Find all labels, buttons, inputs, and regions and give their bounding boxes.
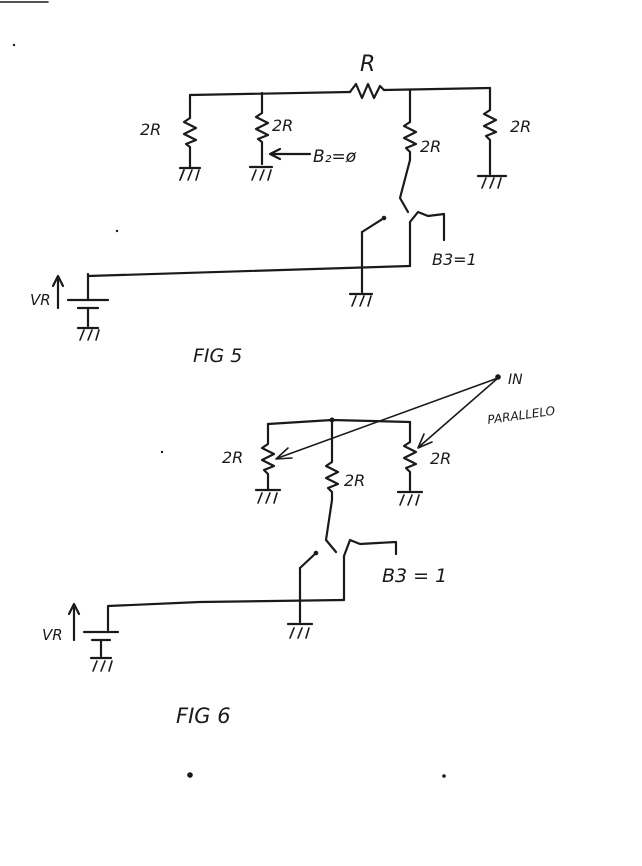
fig5-ground-switch-marks <box>351 295 372 307</box>
fig6-label-in: IN <box>508 372 523 388</box>
fig5-ground-2-marks <box>251 169 272 181</box>
fig6-resistor-left <box>260 422 276 492</box>
fig6-ground-left-marks <box>257 492 278 504</box>
fig6-vr-wire <box>106 598 346 632</box>
fig6-label-vr: VR <box>42 626 63 644</box>
stray-dot-fig5 <box>115 229 119 233</box>
figure-5: R 2R 2R B₂=ø 2R B3=1 2R <box>30 52 531 367</box>
fig6-b3-lever <box>342 538 398 558</box>
fig6-vr-ground-marks <box>92 660 113 672</box>
fig6-caption: FIG 6 <box>176 704 231 728</box>
fig6-parallel-arrow-left <box>277 377 499 459</box>
fig5-vr-wire <box>86 264 412 278</box>
fig5-label-r3: 2R <box>420 137 441 156</box>
fig5-top-bus-right <box>382 86 492 92</box>
fig5-label-b2: B₂=ø <box>313 147 357 167</box>
stray-dot-right <box>442 774 446 778</box>
fig5-label-r4: 2R <box>510 117 531 136</box>
fig6-label-r3: 2R <box>430 449 451 468</box>
fig6-label-b3: B3 = 1 <box>382 565 447 587</box>
fig5-label-vr: VR <box>30 291 51 309</box>
fig6-label-parallelo: PARALLELO <box>486 404 555 427</box>
fig6-parallel-arrow-right <box>419 377 499 447</box>
fig6-in-node <box>495 374 501 380</box>
fig5-resistor-leg3 <box>402 88 418 162</box>
fig6-resistor-middle <box>324 418 340 502</box>
fig5-label-r2: 2R <box>272 116 293 135</box>
fig5-b3-lever <box>408 210 446 242</box>
fig5-resistor-leg1 <box>182 93 198 170</box>
stray-dot-fig6 <box>160 450 164 454</box>
fig5-ground-4-marks <box>481 177 502 189</box>
fig6-label-r2: 2R <box>344 471 365 490</box>
stray-dot-left <box>187 772 193 778</box>
fig6-vr-arrow-head <box>67 602 81 616</box>
stray-dot-margin <box>12 43 16 47</box>
fig5-resistor-r <box>348 82 386 100</box>
figure-6: 2R 2R B3 = 1 2R IN PARALLELO <box>42 372 556 728</box>
fig6-switch-pivot <box>313 550 319 556</box>
fig5-label-b3: B3=1 <box>432 250 477 269</box>
fig6-parallel-arrowhead-right <box>417 433 433 449</box>
fig5-vr-arrow-head <box>51 274 65 288</box>
fig6-switch-blade <box>298 551 318 570</box>
fig5-switch-blade <box>360 216 386 234</box>
fig5-leg3-wire <box>398 158 412 214</box>
fig6-ground-right-marks <box>399 494 420 506</box>
fig6-resistor-right <box>402 420 418 492</box>
fig5-resistor-leg2 <box>254 91 270 166</box>
fig5-caption: FIG 5 <box>193 345 242 367</box>
fig6-label-r1: 2R <box>222 448 243 467</box>
fig5-vr-ground-marks <box>79 329 100 341</box>
fig5-switch-pivot <box>381 215 387 221</box>
fig5-label-r1: 2R <box>140 120 161 139</box>
fig6-ground-switch-marks <box>289 627 310 639</box>
fig5-b2-arrow-head <box>268 147 282 161</box>
fig6-middle-wire <box>324 498 338 554</box>
fig5-ground-1-marks <box>179 169 200 181</box>
fig6-parallel-arrowhead-left <box>275 447 293 460</box>
fig5-top-bus-left <box>188 90 352 97</box>
fig6-top-bus <box>266 418 412 426</box>
fig5-resistor-leg4 <box>482 86 498 176</box>
fig5-label-r: R <box>360 52 375 77</box>
